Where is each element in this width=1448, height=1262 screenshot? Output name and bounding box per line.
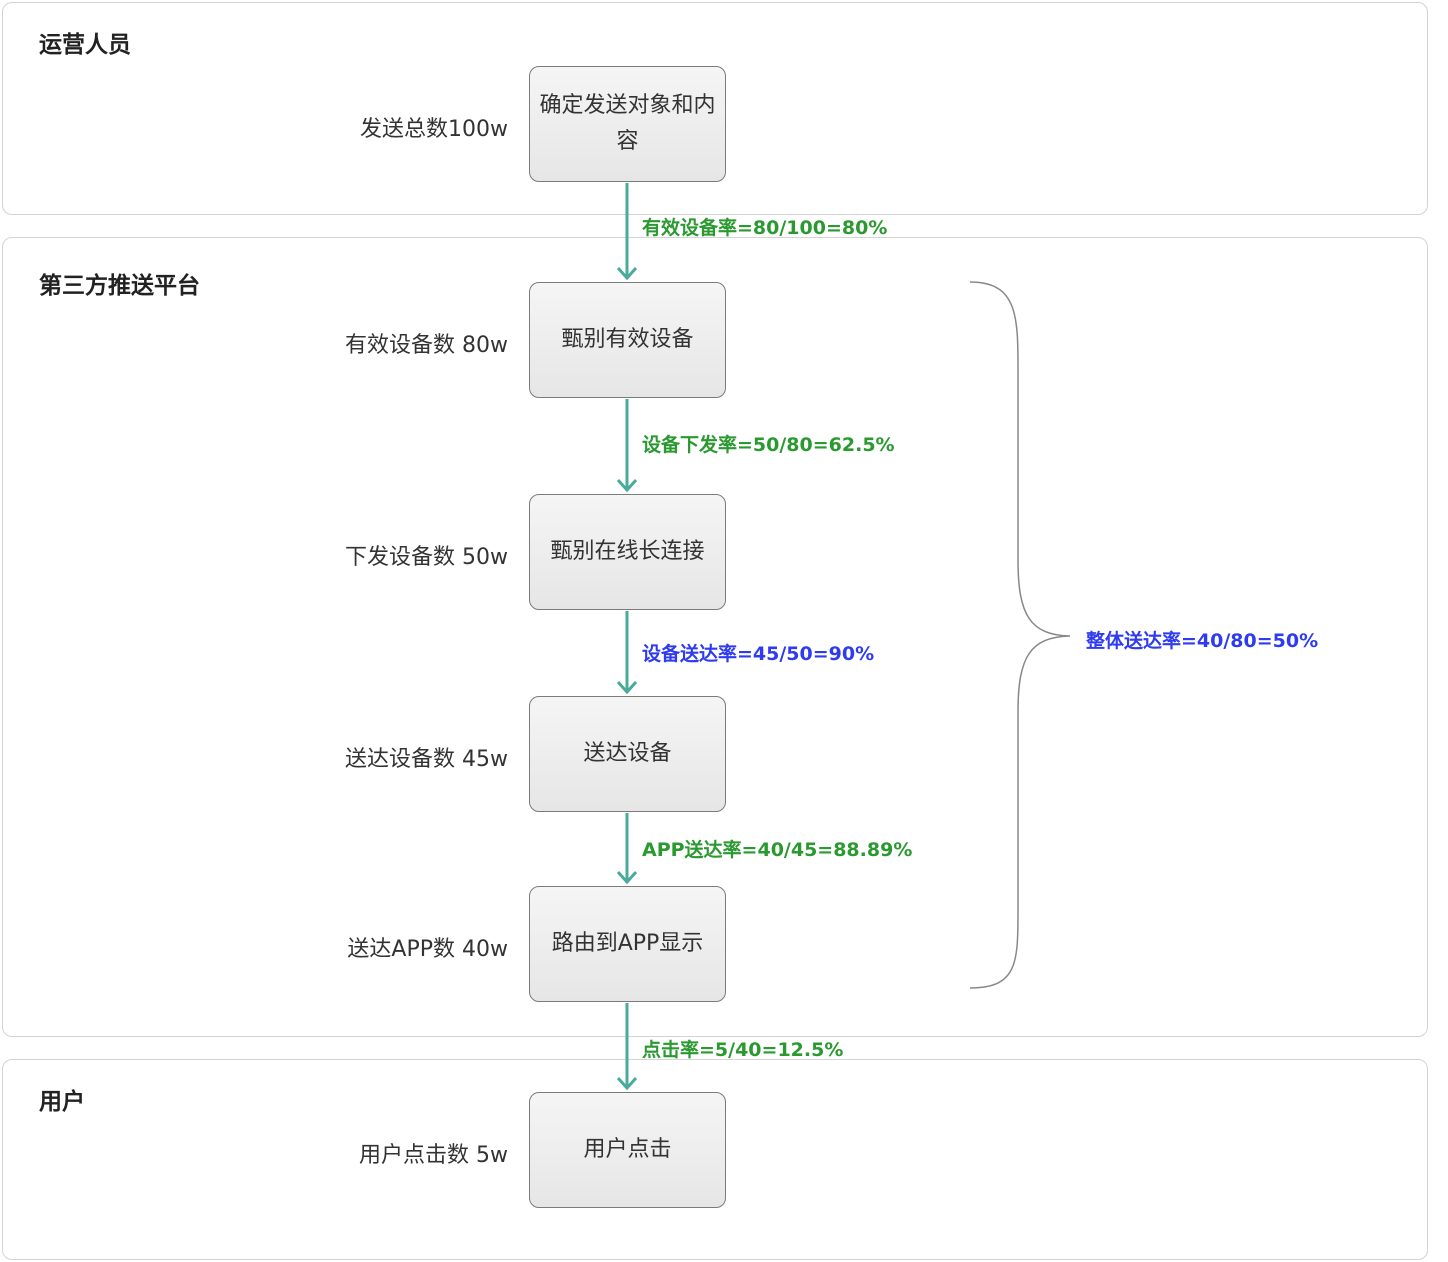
step-box-define-target[interactable]: 确定发送对象和内容 xyxy=(529,66,726,182)
step-box-label: 甄别有效设备 xyxy=(561,327,694,352)
arrow-head-icon xyxy=(616,266,638,281)
lane-title: 用户 xyxy=(39,1089,85,1115)
step-box-route-app[interactable]: 路由到APP显示 xyxy=(529,886,726,1002)
brace xyxy=(969,281,1071,989)
step-box-label: 路由到APP显示 xyxy=(551,931,704,956)
arrow-head-icon xyxy=(616,478,638,493)
count-dispatched-devices: 下发设备数 50w xyxy=(345,545,508,570)
step-box-label: 用户点击 xyxy=(583,1137,672,1162)
lane-title: 第三方推送平台 xyxy=(39,273,200,299)
step-box-user-click[interactable]: 用户点击 xyxy=(529,1092,726,1208)
lane-title: 运营人员 xyxy=(39,32,131,58)
rate-dispatch: 设备下发率=50/80=62.5% xyxy=(642,434,895,456)
step-box-label: 确定发送对象和内容 xyxy=(539,93,716,154)
step-box-valid-device[interactable]: 甄别有效设备 xyxy=(529,282,726,398)
count-user-clicks: 用户点击数 5w xyxy=(359,1143,508,1168)
rate-click: 点击率=5/40=12.5% xyxy=(642,1039,844,1061)
arrow-head-icon xyxy=(616,680,638,695)
rate-app-delivery: APP送达率=40/45=88.89% xyxy=(642,839,913,861)
step-box-online-connection[interactable]: 甄别在线长连接 xyxy=(529,494,726,610)
overall-delivery-rate: 整体送达率=40/80=50% xyxy=(1086,630,1319,652)
rate-valid-device: 有效设备率=80/100=80% xyxy=(642,217,888,239)
count-valid-devices: 有效设备数 80w xyxy=(345,333,508,358)
step-box-label: 送达设备 xyxy=(583,741,672,766)
arrow-head-icon xyxy=(616,870,638,885)
rate-device-delivery: 设备送达率=45/50=90% xyxy=(642,643,875,665)
step-box-label: 甄别在线长连接 xyxy=(550,539,705,564)
count-delivered-devices: 送达设备数 45w xyxy=(345,747,508,772)
count-delivered-app: 送达APP数 40w xyxy=(347,937,508,962)
count-total-sent: 发送总数100w xyxy=(360,117,508,142)
arrow-head-icon xyxy=(616,1076,638,1091)
step-box-delivered-device[interactable]: 送达设备 xyxy=(529,696,726,812)
